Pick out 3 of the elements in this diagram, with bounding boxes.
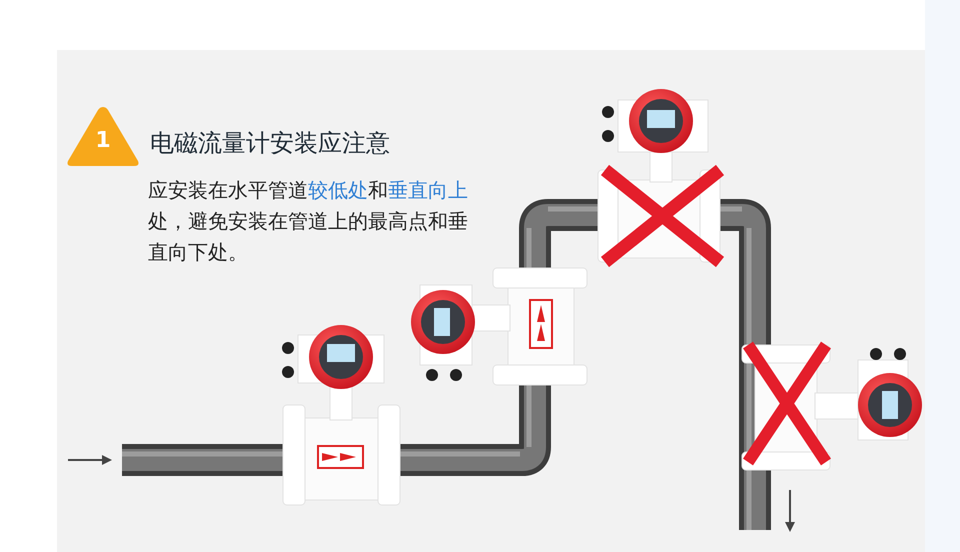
title: 电磁流量计安装应注意 xyxy=(150,128,390,159)
body-text: 应安装在水平管道较低处和垂直向上处，避免安装在管道上的最高点和垂直向下处。 xyxy=(148,177,469,266)
warning-triangle: 1 xyxy=(66,104,140,168)
